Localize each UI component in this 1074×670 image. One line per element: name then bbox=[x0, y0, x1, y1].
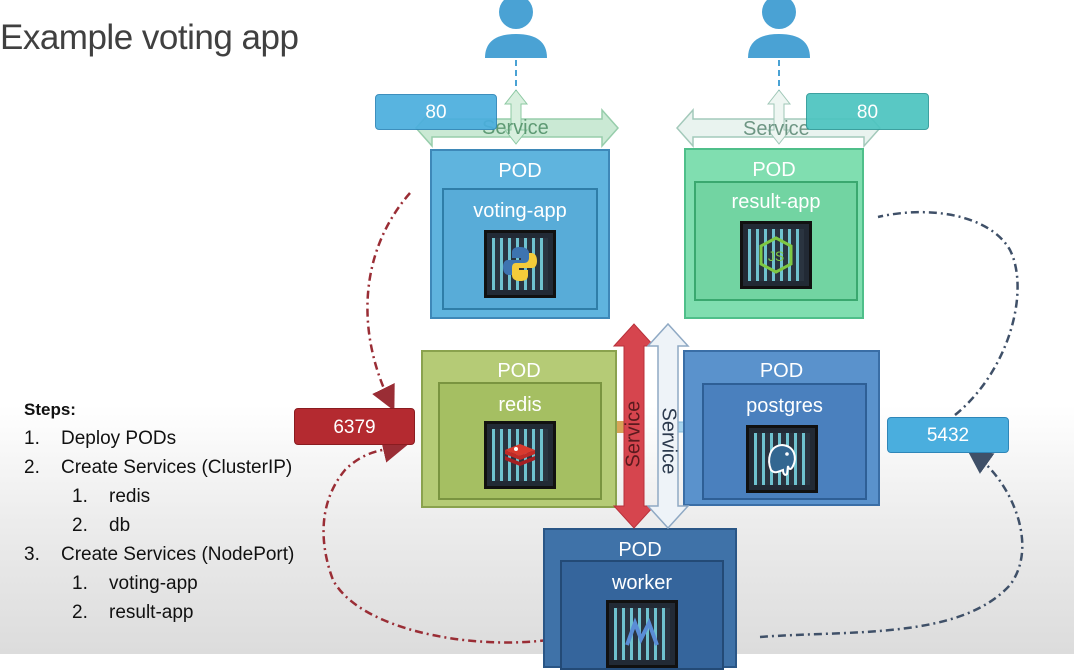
step-item: 2. Create Services (ClusterIP) bbox=[24, 453, 294, 482]
step-number: 3. bbox=[24, 544, 40, 565]
redis-logo-icon bbox=[484, 421, 556, 489]
step-text: Create Services (NodePort) bbox=[61, 544, 295, 565]
pod-label: POD bbox=[618, 539, 662, 561]
svg-text:JS: JS bbox=[768, 248, 784, 264]
substep-number: 1. bbox=[72, 486, 88, 507]
substep-text: result-app bbox=[109, 602, 194, 623]
app-label: voting-app bbox=[473, 200, 567, 222]
postgres-service-vertical-arrow bbox=[646, 322, 690, 530]
app-label: result-app bbox=[731, 191, 821, 213]
step-text: Create Services (ClusterIP) bbox=[61, 457, 293, 478]
redis-port-badge: 6379 bbox=[294, 408, 415, 445]
pod-label: POD bbox=[759, 360, 804, 382]
step-item: 3. Create Services (NodePort) bbox=[24, 540, 294, 569]
postgres-pod: POD postgres bbox=[683, 350, 880, 506]
result-app-pod: POD result-app JS bbox=[684, 148, 864, 319]
substep-item: 1. voting-app bbox=[24, 569, 294, 598]
step-text: Deploy PODs bbox=[61, 428, 177, 449]
voting-port-value: 80 bbox=[425, 102, 447, 123]
postgres-elephant-icon bbox=[746, 425, 818, 493]
app-label: redis bbox=[498, 394, 542, 416]
user-icon bbox=[748, 0, 810, 58]
redis-port-value: 6379 bbox=[333, 417, 376, 438]
postgres-port-value: 5432 bbox=[926, 425, 970, 446]
substep-number: 2. bbox=[72, 515, 88, 536]
step-number: 1. bbox=[24, 428, 40, 449]
postgres-service-label: Service bbox=[657, 407, 680, 475]
pod-label: POD bbox=[497, 360, 541, 382]
substep-number: 2. bbox=[72, 602, 88, 623]
worker-to-redis-link bbox=[322, 438, 549, 644]
service-arrows bbox=[414, 89, 882, 530]
result-port-badge: 80 bbox=[806, 93, 929, 130]
result-app-container: result-app JS bbox=[694, 181, 858, 301]
nodejs-logo-icon: JS bbox=[740, 221, 812, 289]
substep-item: 2. result-app bbox=[24, 598, 294, 627]
postgres-to-result-link bbox=[877, 210, 1019, 416]
postgres-container: postgres bbox=[702, 383, 867, 500]
substep-text: voting-app bbox=[109, 573, 198, 594]
worker-to-postgres-link bbox=[759, 449, 1024, 639]
pod-label: POD bbox=[498, 160, 542, 182]
steps-list: Steps: 1. Deploy PODs 2. Create Services (… bbox=[24, 395, 294, 627]
steps-heading: Steps: bbox=[24, 400, 76, 419]
app-label: worker bbox=[611, 572, 672, 594]
voting-port-badge: 80 bbox=[375, 94, 497, 130]
substep-text: redis bbox=[109, 486, 151, 507]
voting-app-container: voting-app bbox=[442, 188, 598, 310]
voting-service-label: Service bbox=[482, 117, 549, 139]
result-service-label: Service bbox=[743, 118, 810, 140]
substep-number: 1. bbox=[72, 573, 88, 594]
postgres-port-badge: 5432 bbox=[887, 417, 1009, 453]
substep-item: 2. db bbox=[24, 511, 294, 540]
redis-service-label: Service bbox=[622, 400, 645, 468]
voting-to-redis-link bbox=[366, 192, 411, 411]
substep-item: 1. redis bbox=[24, 482, 294, 511]
voting-node-port-arrow bbox=[503, 89, 529, 145]
app-label: postgres bbox=[746, 395, 823, 417]
result-node-port-arrow bbox=[766, 89, 792, 145]
result-port-value: 80 bbox=[856, 102, 879, 123]
step-item: 1. Deploy PODs bbox=[24, 424, 294, 453]
pod-label: POD bbox=[752, 159, 796, 181]
page-title: Example voting app bbox=[0, 18, 299, 57]
substep-text: db bbox=[109, 515, 131, 536]
redis-container: redis bbox=[438, 382, 602, 500]
user-icon bbox=[485, 0, 547, 58]
redis-pod: POD redis bbox=[421, 350, 617, 508]
python-logo-icon bbox=[484, 230, 556, 298]
step-number: 2. bbox=[24, 457, 40, 478]
voting-app-pod: POD voting-app bbox=[430, 149, 610, 319]
